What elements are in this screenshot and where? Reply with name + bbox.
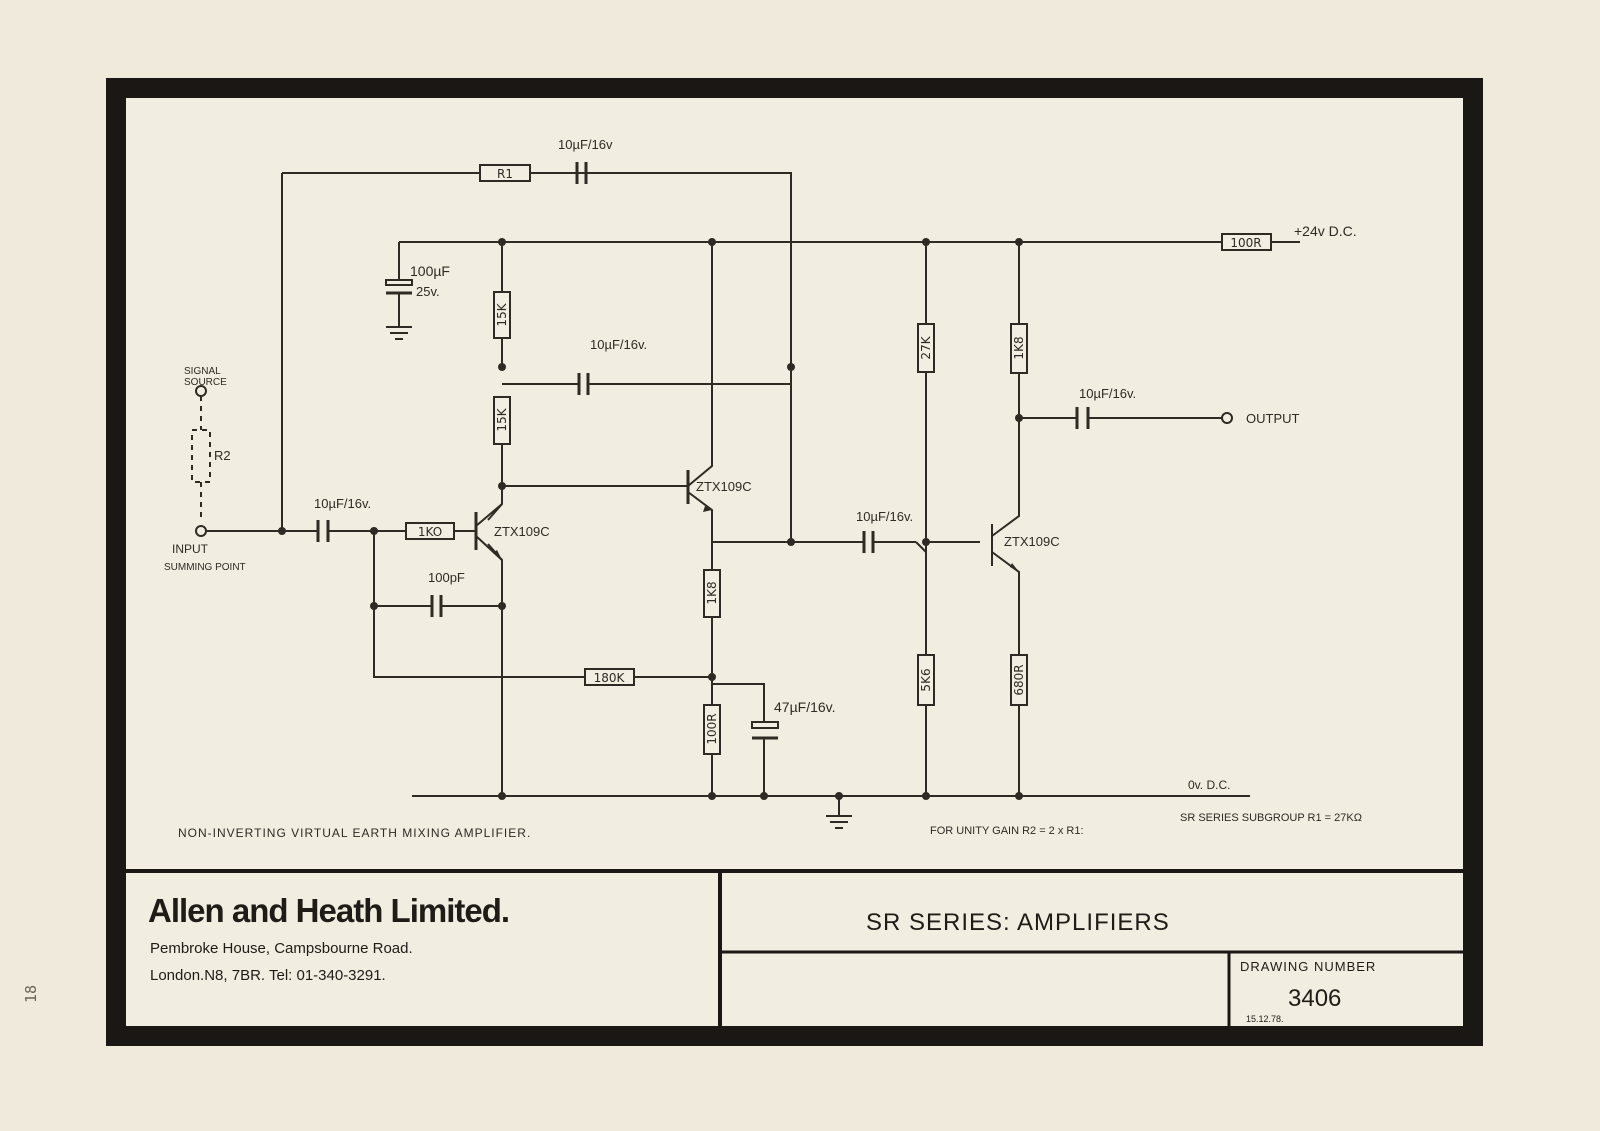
c-bypass-label: 47µF/16v.	[774, 699, 836, 715]
output-label: OUTPUT	[1246, 411, 1300, 426]
unity-gain-note: FOR UNITY GAIN R2 = 2 x R1:	[930, 825, 1084, 837]
resistor-15k-bottom: 15K	[493, 396, 511, 445]
input-terminal	[195, 525, 207, 537]
r-supply-label: 100R	[1230, 236, 1261, 250]
drawing-number-label: DRAWING NUMBER	[1240, 959, 1376, 974]
ground-rail-label: 0v. D.C.	[1188, 778, 1230, 792]
r-1k8-right-label: 1K8	[1012, 336, 1026, 359]
c-mid-label: 10µF/16v.	[590, 337, 647, 352]
transistor-q1: ZTX109C	[474, 503, 550, 561]
r2-label: R2	[214, 448, 231, 463]
transistor-q3: ZTX109C	[1004, 534, 1060, 572]
capacitor-coupling: 10µF/16v.	[856, 509, 913, 553]
subgroup-note: SR SERIES SUBGROUP R1 = 27KΩ	[1180, 812, 1362, 824]
earth-icon	[826, 815, 852, 829]
input-label-1: INPUT	[172, 542, 209, 556]
capacitor-mid: 10µF/16v.	[577, 337, 647, 395]
resistor-27k: 27K	[917, 323, 935, 373]
junction-nodes	[278, 238, 1023, 800]
address-line-1: Pembroke House, Campsbourne Road.	[150, 940, 413, 957]
drawing-border	[106, 78, 1483, 1046]
r-1k0-label: 1KO	[418, 525, 442, 539]
resistor-5k6: 5K6	[917, 654, 935, 706]
resistor-15k-top: 15K	[493, 291, 511, 339]
resistor-1k8-mid: 1K8	[703, 569, 721, 618]
signal-source-terminal	[195, 385, 207, 397]
c-100pf-label: 100pF	[428, 570, 465, 585]
q2-label: ZTX109C	[696, 479, 752, 494]
resistor-r1: R1	[479, 164, 531, 182]
c-decouple-voltage: 25v.	[416, 284, 440, 299]
resistor-r2: R2	[191, 429, 231, 483]
capacitor-bypass: 47µF/16v.	[751, 699, 836, 740]
output-terminal	[1221, 412, 1233, 424]
r-100r-bottom-label: 100R	[705, 713, 719, 744]
capacitor-100pf: 100pF	[428, 570, 465, 617]
capacitor-decouple: 100µF 25v.	[385, 263, 450, 299]
capacitor-feedback: 10µF/16v	[530, 137, 613, 184]
drawing-date: 15.12.78.	[1246, 1014, 1284, 1024]
signal-source-label-1: SIGNAL	[184, 366, 221, 377]
resistor-180k: 180K	[584, 668, 635, 686]
drawing-title: SR SERIES: AMPLIFIERS	[866, 909, 1170, 936]
input-label-2: SUMMING POINT	[164, 562, 246, 573]
r-1k8-mid-label: 1K8	[705, 581, 719, 604]
r-5k6-label: 5K6	[919, 668, 933, 691]
resistor-1k8-right: 1K8	[1010, 323, 1028, 374]
resistor-supply: 100R	[1221, 233, 1272, 251]
c-coupling-label: 10µF/16v.	[856, 509, 913, 524]
ground-icon	[386, 326, 412, 340]
caption: NON-INVERTING VIRTUAL EARTH MIXING AMPLI…	[178, 826, 531, 840]
transistor-q2: ZTX109C	[686, 470, 752, 512]
resistor-680r: 680R	[1010, 654, 1028, 706]
r-180k-label: 180K	[594, 671, 626, 685]
q1-label: ZTX109C	[494, 524, 550, 539]
signal-source-label-2: SOURCE	[184, 377, 227, 388]
c-output-label: 10µF/16v.	[1079, 386, 1136, 401]
r-15k-top-label: 15K	[495, 302, 509, 326]
company-name: Allen and Heath Limited.	[148, 892, 509, 929]
capacitor-output: 10µF/16v.	[1075, 386, 1136, 429]
supply-label: +24v D.C.	[1294, 223, 1357, 239]
c-input-label: 10µF/16v.	[314, 496, 371, 511]
r1-label: R1	[497, 167, 513, 181]
title-block: Allen and Heath Limited. Pembroke House,…	[126, 869, 1463, 1026]
r-15k-bottom-label: 15K	[495, 407, 509, 431]
address-line-2: London.N8, 7BR. Tel: 01-340-3291.	[150, 967, 386, 984]
q3-label: ZTX109C	[1004, 534, 1060, 549]
drawing-number: 3406	[1288, 985, 1341, 1012]
r-680r-label: 680R	[1012, 664, 1026, 695]
c-feedback-label: 10µF/16v	[558, 137, 613, 152]
resistor-1k0: 1KO	[405, 522, 455, 540]
capacitor-input: 10µF/16v.	[314, 496, 371, 542]
r-27k-label: 27K	[919, 335, 933, 359]
c-decouple-value: 100µF	[410, 263, 450, 279]
resistor-100r-bottom: 100R	[703, 704, 721, 755]
